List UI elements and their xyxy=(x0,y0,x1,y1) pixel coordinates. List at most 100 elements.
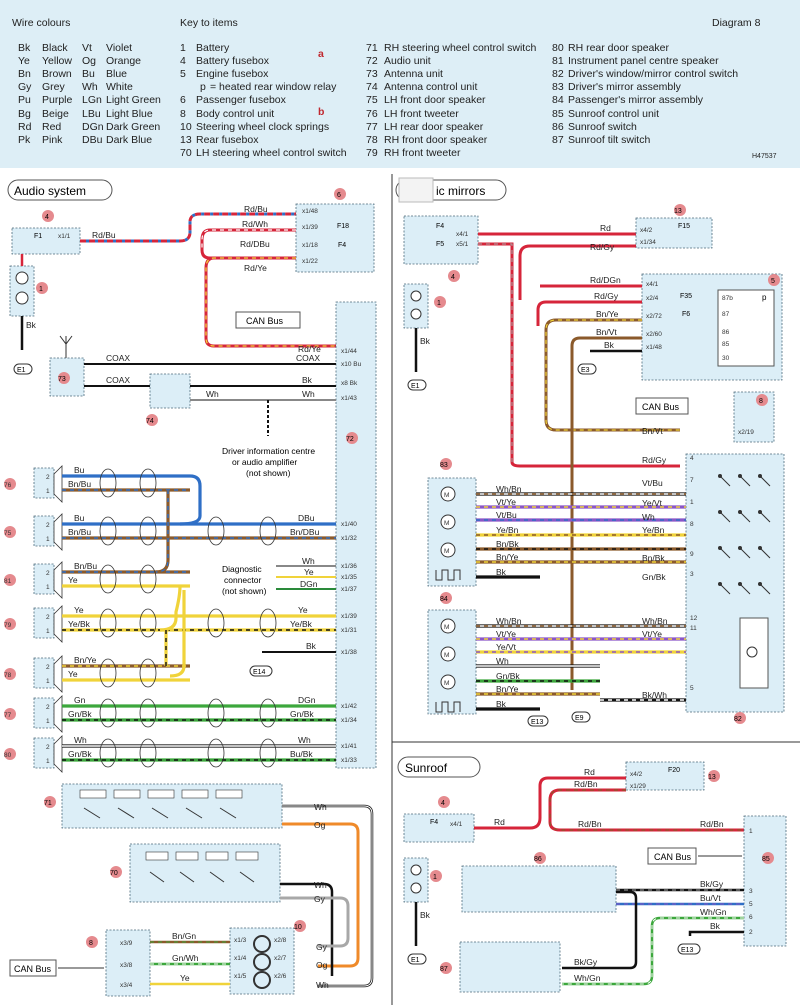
antenna-control-74 xyxy=(149,373,191,409)
shield-icon xyxy=(99,516,117,546)
switch-contact-icon xyxy=(83,807,101,819)
wire-label: Og xyxy=(316,960,328,970)
badge-73-text: 73 xyxy=(58,376,66,383)
battery-plus-icon xyxy=(410,864,422,876)
badge-82-text: 82 xyxy=(734,716,742,723)
wire-bk-gy xyxy=(562,890,638,970)
speaker-79 xyxy=(33,607,55,639)
badge-86 xyxy=(534,852,546,864)
wire-wh-gn-stripe xyxy=(562,917,744,985)
wire-label: Vt/Bu xyxy=(496,510,517,520)
audio-title-pill xyxy=(7,179,113,201)
wire-colour-name: Beige xyxy=(42,107,69,120)
sunroof-section-title: Sunroof xyxy=(405,761,448,775)
pin-label: x2/4 xyxy=(646,295,659,302)
pin-label: 2 xyxy=(46,522,50,529)
pin-label: 30 xyxy=(722,355,730,362)
badge-1-text: 1 xyxy=(433,874,437,881)
window-mirror-switch-82 xyxy=(685,453,785,713)
badge-6-text: 6 xyxy=(337,192,341,199)
badge-1 xyxy=(434,296,446,308)
pin-label: 6 xyxy=(749,914,753,921)
wire-label: Ye/Bn xyxy=(642,525,665,535)
badge-78 xyxy=(4,668,16,680)
badge-81-text: 81 xyxy=(4,578,12,585)
ground-e14 xyxy=(249,665,273,677)
pin-label: x1/5 xyxy=(234,973,247,980)
wire-label: Bn/Bu xyxy=(68,479,91,489)
speaker-77 xyxy=(33,697,55,729)
badge-80 xyxy=(4,748,16,760)
wire-label: Rd/Gy xyxy=(594,291,619,301)
shield-icon xyxy=(99,738,117,768)
pin-label: 11 xyxy=(690,625,697,632)
wire-label: Rd/Bn xyxy=(578,819,602,829)
pin-label: 87 xyxy=(722,311,730,318)
badge-85-text: 85 xyxy=(762,856,770,863)
wire-label: Bk xyxy=(710,921,721,931)
pin-label: x1/39 xyxy=(302,224,318,231)
switch-contact-icon xyxy=(739,475,751,487)
relay-p-label: p xyxy=(762,293,767,302)
key-item-number: 74 xyxy=(366,81,378,94)
key-item-label: Driver's mirror assembly xyxy=(568,81,681,94)
key-item-label: Rear fusebox xyxy=(196,133,259,146)
can-bus-box xyxy=(635,397,689,415)
key-item-label: RH front tweeter xyxy=(384,146,461,159)
clock-springs-10 xyxy=(229,927,295,995)
key-item-label: Steering wheel clock springs xyxy=(196,120,330,133)
wire-wh-core xyxy=(282,805,373,987)
wire-label: Ye/Bk xyxy=(68,619,91,629)
wire-rd-bn-stripe xyxy=(549,789,744,831)
key-item-number: 84 xyxy=(552,94,564,107)
badge-4 xyxy=(438,796,450,808)
ref-code: H47537 xyxy=(752,153,777,160)
wire-label: Gn/Wh xyxy=(172,953,199,963)
fuse-f5-label: F5 xyxy=(436,241,444,248)
coax-label: COAX xyxy=(106,353,130,363)
wire-bn-vt xyxy=(570,336,642,690)
wire-label: Rd/Ye xyxy=(244,263,267,273)
wiring-schematic: Audio system ic mirrors Sunroof F1 x1/1 … xyxy=(4,174,800,1005)
pin-label: x4/1 xyxy=(450,821,463,828)
motor-label: M xyxy=(444,492,449,499)
wire-colour-code: Gy xyxy=(18,81,32,94)
pin-label: x1/34 xyxy=(341,717,357,724)
diag-connector-label-2: connector xyxy=(224,575,261,585)
wire-wh xyxy=(280,882,334,976)
driver-info-label-2: or audio amplifier xyxy=(232,457,297,467)
badge-13-text: 13 xyxy=(674,208,682,215)
wire-rd-bu xyxy=(80,212,300,243)
key-item-number: 10 xyxy=(180,120,192,133)
wire-label: Ye xyxy=(68,575,78,585)
wire-label: Rd/Bu xyxy=(244,204,268,214)
fuse-f6-label: F6 xyxy=(682,311,690,318)
motor-label: M xyxy=(444,548,449,555)
wire-colour-code: Rd xyxy=(18,120,32,133)
pin-label: x4/2 xyxy=(630,771,643,778)
wire-colour-name: Blue xyxy=(106,68,128,81)
motor-icon xyxy=(440,618,456,634)
badge-6 xyxy=(334,188,346,200)
pin-label: 2 xyxy=(46,704,50,711)
key-item-label: Instrument panel centre speaker xyxy=(568,55,719,68)
pin-label: x5/1 xyxy=(456,241,469,248)
wire-label: Og xyxy=(314,820,326,830)
coax-label: COAX xyxy=(106,375,130,385)
clock-spring-icon xyxy=(253,935,271,953)
wire-label: Ye/Bn xyxy=(496,525,519,535)
key-item-number: 6 xyxy=(180,94,186,107)
wire-label: Bk xyxy=(302,375,313,385)
wire-label: Rd/DBu xyxy=(240,239,270,249)
shield-icon xyxy=(99,658,117,688)
wire-label: Bn/Ye xyxy=(496,684,519,694)
key-item-label: Battery xyxy=(196,42,230,54)
pin-label: 12 xyxy=(690,615,698,622)
wire-label: Wh xyxy=(74,735,87,745)
shield-icon xyxy=(99,564,117,594)
pin-label: x1/35 xyxy=(341,574,357,581)
speaker-icon xyxy=(53,695,63,733)
switch-contact-icon xyxy=(719,511,731,523)
switch-contact-icon xyxy=(759,511,771,523)
wire-colour-code: Pk xyxy=(18,133,31,146)
